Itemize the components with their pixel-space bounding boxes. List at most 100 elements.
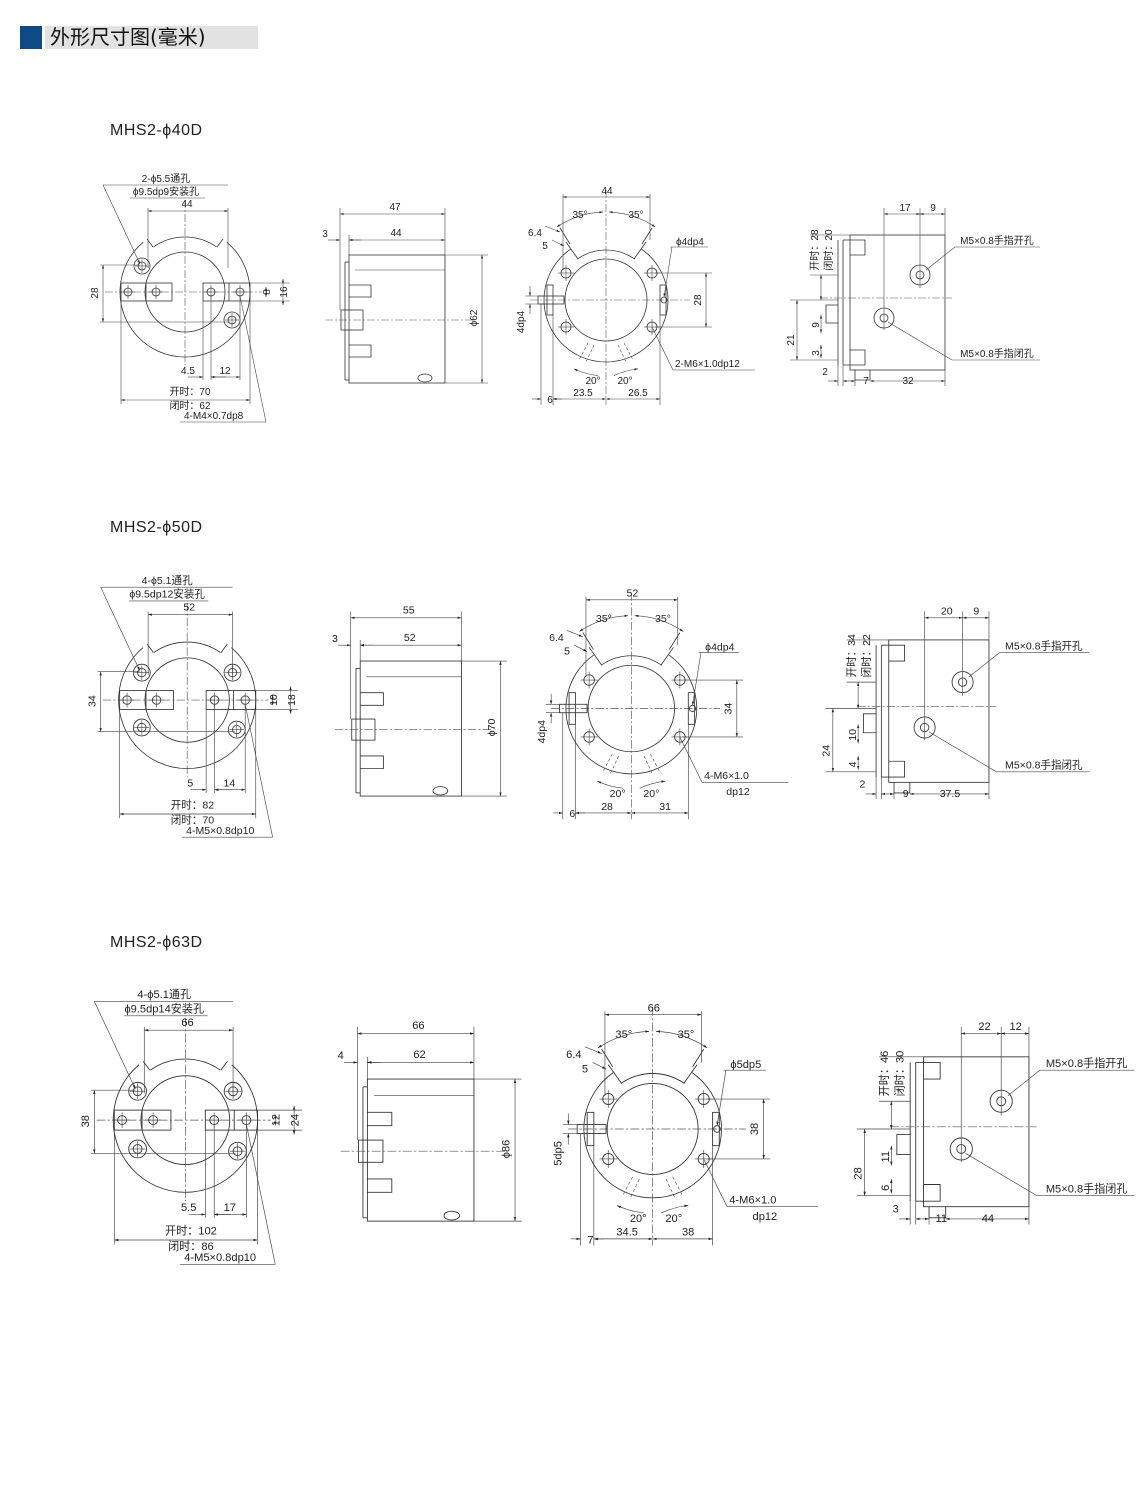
- dimension-label: ϕ4dp4: [705, 641, 734, 653]
- finger-shape: [850, 349, 866, 366]
- dimension-label: 31: [659, 801, 671, 813]
- dimension-label: 55: [403, 605, 415, 617]
- screw-head: [443, 1210, 460, 1221]
- dimension-label: 35°: [628, 210, 643, 221]
- slot-edge: [588, 647, 603, 666]
- side-tab: [568, 692, 576, 725]
- dimension-label: 5: [187, 778, 193, 790]
- slot-edge: [668, 632, 681, 650]
- dimension-label: 20°: [585, 376, 600, 387]
- slot-arc: [150, 1058, 221, 1071]
- dimension-label: 2-M6×1.0dp12: [675, 359, 740, 370]
- dimension-label: 3: [811, 350, 822, 356]
- model-title-40d: MHS2-ϕ40D: [110, 122, 203, 139]
- dimension-label: M5×0.8手指开孔: [1005, 639, 1083, 652]
- angle-arc: [639, 780, 666, 789]
- body-rect: [849, 234, 946, 371]
- dimension-label: 34.5: [616, 1227, 638, 1239]
- mounting-hole-counterbore: [132, 718, 151, 737]
- header-accent-square: [20, 26, 42, 49]
- body-rect: [359, 660, 462, 797]
- finger-shape: [888, 760, 905, 778]
- dimension-label: 2-ϕ5.5通孔: [142, 173, 190, 185]
- leader-line: [925, 246, 956, 271]
- dimension-label: 24: [821, 745, 833, 757]
- dimension-label: 9: [973, 606, 979, 618]
- finger-shape: [360, 692, 384, 706]
- dimension-label: 16: [279, 286, 290, 298]
- dimension-label: ϕ4dp4: [676, 237, 704, 248]
- dimension-label: ϕ86: [500, 1140, 512, 1159]
- angle-arc: [634, 614, 684, 632]
- hidden-slot: [609, 755, 619, 775]
- dimension-label: 20°: [610, 788, 626, 800]
- finger-shape: [367, 1111, 393, 1127]
- dimension-label: 开时：46: [878, 1051, 891, 1097]
- dimension-label: 6: [547, 395, 553, 406]
- leader-line: [663, 246, 673, 298]
- dimension-label: 21: [786, 334, 797, 346]
- dimension-label: 35°: [678, 1029, 695, 1041]
- hidden-slot: [643, 755, 653, 775]
- leader-line: [239, 295, 267, 423]
- dimension-label: 52: [183, 601, 195, 613]
- dimension-label: 4-M4×0.7dp8: [184, 411, 244, 422]
- dimension-label: 开时：82: [171, 800, 214, 812]
- finger-shape: [360, 755, 384, 770]
- side-tab: [586, 1111, 595, 1147]
- finger-shape: [349, 344, 372, 358]
- leader-line: [94, 1001, 136, 1090]
- leader-line: [244, 704, 273, 838]
- mounting-hole-counterbore: [128, 1081, 147, 1101]
- mounting-hole-counterbore: [132, 663, 151, 682]
- finger-shape: [825, 304, 838, 324]
- leader-line: [968, 652, 1000, 678]
- dimension-label: 6.4: [566, 1049, 581, 1061]
- dimension-label: 34: [723, 703, 735, 715]
- angle-arc: [597, 780, 623, 789]
- dimension-label: 闭时：22: [860, 634, 873, 677]
- dimension-label: 开时：70: [169, 386, 211, 398]
- dimension-label: 9: [811, 322, 822, 328]
- dimension-label: 66: [181, 1017, 193, 1029]
- model-title-50d: MHS2-ϕ50D: [110, 519, 203, 536]
- dimension-label: 44: [982, 1213, 994, 1225]
- pin-rod: [559, 703, 588, 714]
- dimension-label: 4dp4: [516, 310, 527, 333]
- dimension-label: 5: [564, 646, 570, 658]
- dimension-label: ϕ9.5dp14安装孔: [124, 1001, 204, 1015]
- hidden-slot: [672, 1176, 683, 1196]
- dimension-label: M5×0.8手指闭孔: [960, 347, 1034, 360]
- dimension-label: dp12: [726, 786, 750, 798]
- slot-edge: [692, 1048, 705, 1068]
- leader-line: [691, 652, 702, 706]
- finger-shape: [928, 1206, 947, 1219]
- slot-edge: [607, 1064, 622, 1084]
- dimension-label: 52: [404, 632, 416, 644]
- dimension-label: 34: [86, 695, 98, 707]
- leader-line: [965, 1153, 1037, 1196]
- finger-shape: [349, 284, 372, 298]
- dimension-label: 5: [542, 241, 548, 252]
- dimension-label: 6: [880, 1185, 892, 1191]
- flange-line: [843, 239, 850, 366]
- body-rect: [923, 1056, 1030, 1208]
- dimension-label: 28: [601, 801, 613, 813]
- slot-edge: [582, 632, 594, 650]
- dimension-label: 35°: [596, 613, 612, 625]
- dimension-label: 7: [587, 1234, 593, 1246]
- slot-arc: [153, 236, 217, 248]
- dimension-label: 5: [582, 1063, 588, 1075]
- dimension-label: 28: [693, 294, 704, 306]
- finger-right: [204, 1109, 258, 1131]
- dimension-label: 12: [219, 366, 231, 377]
- header-bar: [45, 26, 258, 49]
- dimension-label: 11: [935, 1213, 947, 1225]
- pin-rod: [576, 1124, 607, 1134]
- dimension-label: 5dp5: [553, 1141, 565, 1166]
